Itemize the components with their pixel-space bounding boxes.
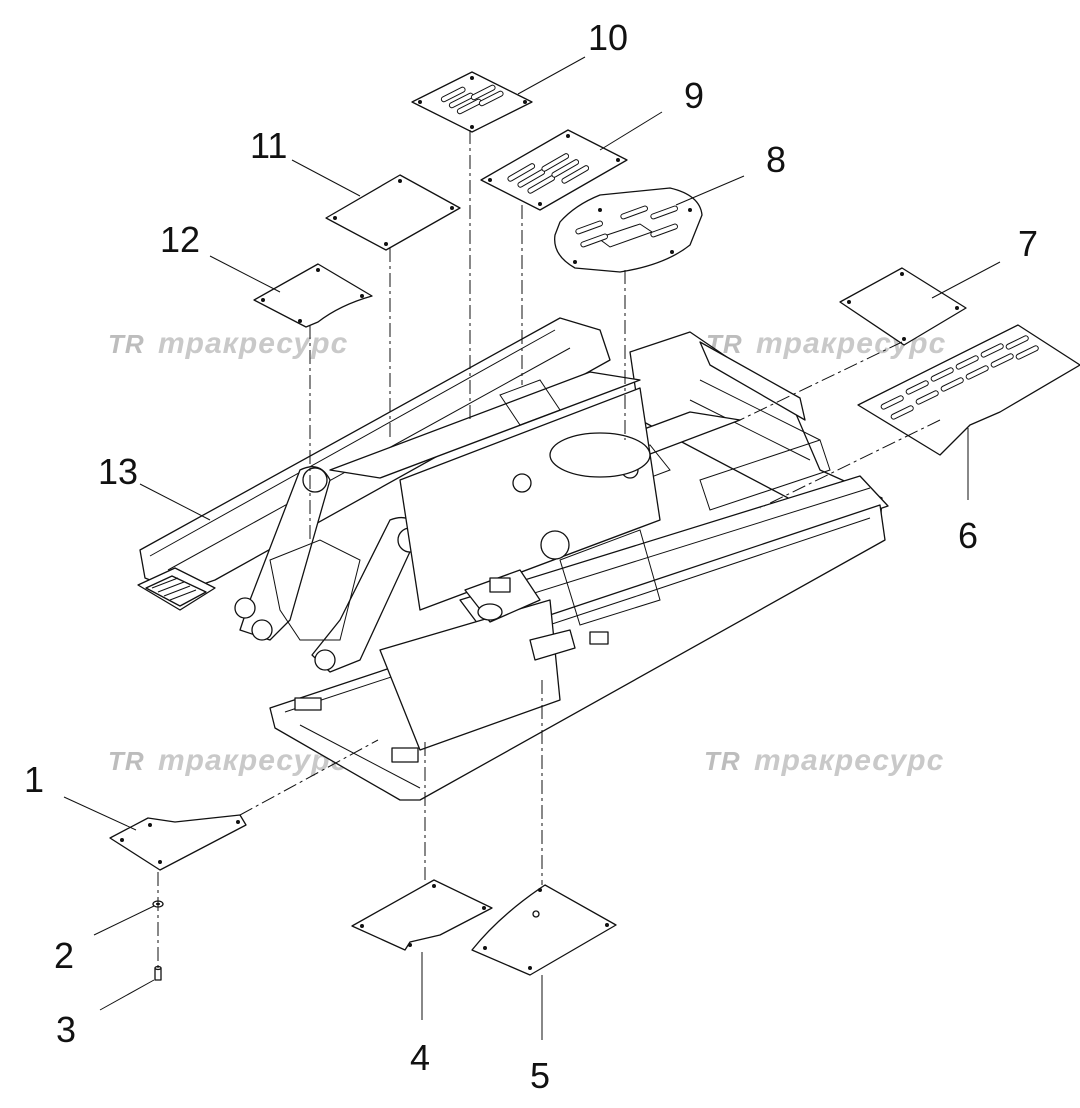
step-grating: [145, 575, 207, 607]
watermark-text: тракресурс: [754, 744, 944, 777]
leader-lines: [63, 56, 1001, 1040]
upper-frame-assembly: [137, 317, 889, 801]
cover-plate-6: [857, 324, 1080, 456]
callout-1: 1: [24, 759, 44, 800]
callout-11: 11: [250, 125, 287, 166]
cover-plate-4: [351, 879, 493, 951]
cover-plate-5: [471, 884, 617, 976]
assembly-lines: [157, 130, 941, 968]
cover-plate-8: [554, 187, 703, 273]
watermark-logo: TR: [108, 746, 145, 776]
callout-12: 12: [160, 219, 200, 260]
callout-5: 5: [530, 1055, 550, 1096]
callout-4: 4: [410, 1037, 430, 1078]
callout-2: 2: [54, 935, 74, 976]
cover-plate-9: [480, 129, 628, 211]
callout-labels: 1 2 3 4 5 6 7 8 9 10 11 12 13: [24, 17, 1038, 1096]
callout-13: 13: [98, 451, 138, 492]
cover-plate-11: [325, 174, 461, 251]
callout-9: 9: [684, 75, 704, 116]
cover-plate-1: [109, 814, 247, 871]
bolt-3: [154, 965, 162, 981]
watermark: TR тракресурс: [704, 744, 944, 777]
watermark-logo: TR: [108, 329, 145, 359]
watermark-logo: TR: [704, 746, 741, 776]
callout-3: 3: [56, 1009, 76, 1050]
cover-plate-7: [839, 267, 967, 346]
cover-plate-12: [253, 263, 373, 328]
callout-10: 10: [588, 17, 628, 58]
watermark-text: тракресурс: [158, 327, 348, 360]
watermark: TR тракресурс: [108, 327, 348, 360]
callout-7: 7: [1018, 223, 1038, 264]
callout-8: 8: [766, 139, 786, 180]
cover-plate-10: [411, 71, 533, 133]
callout-6: 6: [958, 515, 978, 556]
